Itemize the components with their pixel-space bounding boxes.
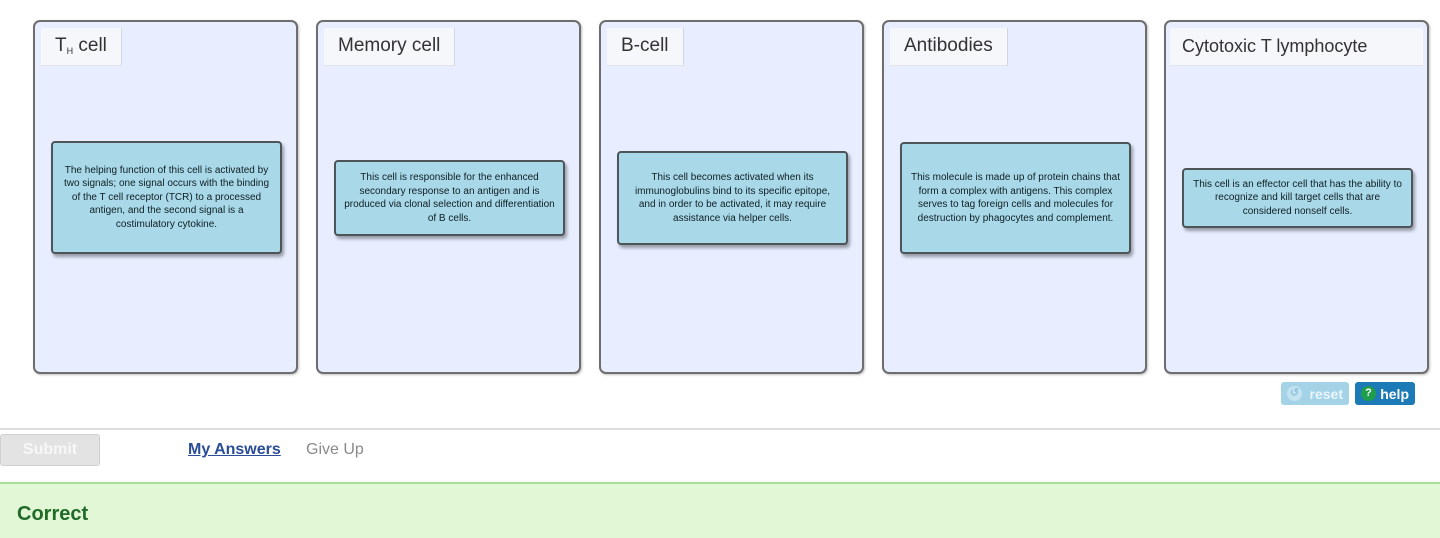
submit-button[interactable]: Submit [0,434,100,466]
divider [0,428,1440,430]
reset-icon: ↺ [1287,386,1302,401]
help-button[interactable]: ? help [1355,382,1415,405]
bin-label: Cytotoxic T lymphocyte [1170,28,1423,66]
answer-card[interactable]: This cell is an effector cell that has t… [1182,168,1413,228]
my-answers-link[interactable]: My Answers [188,441,281,458]
drop-target-memory-cell[interactable]: Memory cell This cell is responsible for… [316,20,581,374]
bin-label: TH cell [41,28,122,66]
answer-card[interactable]: The helping function of this cell is act… [51,141,282,254]
feedback-status: Correct [17,503,89,525]
reset-label: reset [1309,385,1343,402]
reset-button[interactable]: ↺ reset [1281,382,1349,405]
answer-card[interactable]: This cell becomes activated when its imm… [617,151,848,245]
drop-target-antibodies[interactable]: Antibodies This molecule is made up of p… [882,20,1147,374]
help-label: help [1380,385,1409,402]
give-up-link[interactable]: Give Up [306,441,364,458]
bin-label: B-cell [607,28,684,66]
drop-target-b-cell[interactable]: B-cell This cell becomes activated when … [599,20,864,374]
feedback-banner: Correct [0,482,1440,538]
help-icon: ? [1361,386,1376,401]
drop-target-th-cell[interactable]: TH cell The helping function of this cel… [33,20,298,374]
answer-card[interactable]: This molecule is made up of protein chai… [900,142,1131,254]
drop-target-cytotoxic-t-lymphocyte[interactable]: Cytotoxic T lymphocyte This cell is an e… [1164,20,1429,374]
bin-label: Antibodies [890,28,1008,66]
answer-card[interactable]: This cell is responsible for the enhance… [334,160,565,236]
bin-label: Memory cell [324,28,456,66]
